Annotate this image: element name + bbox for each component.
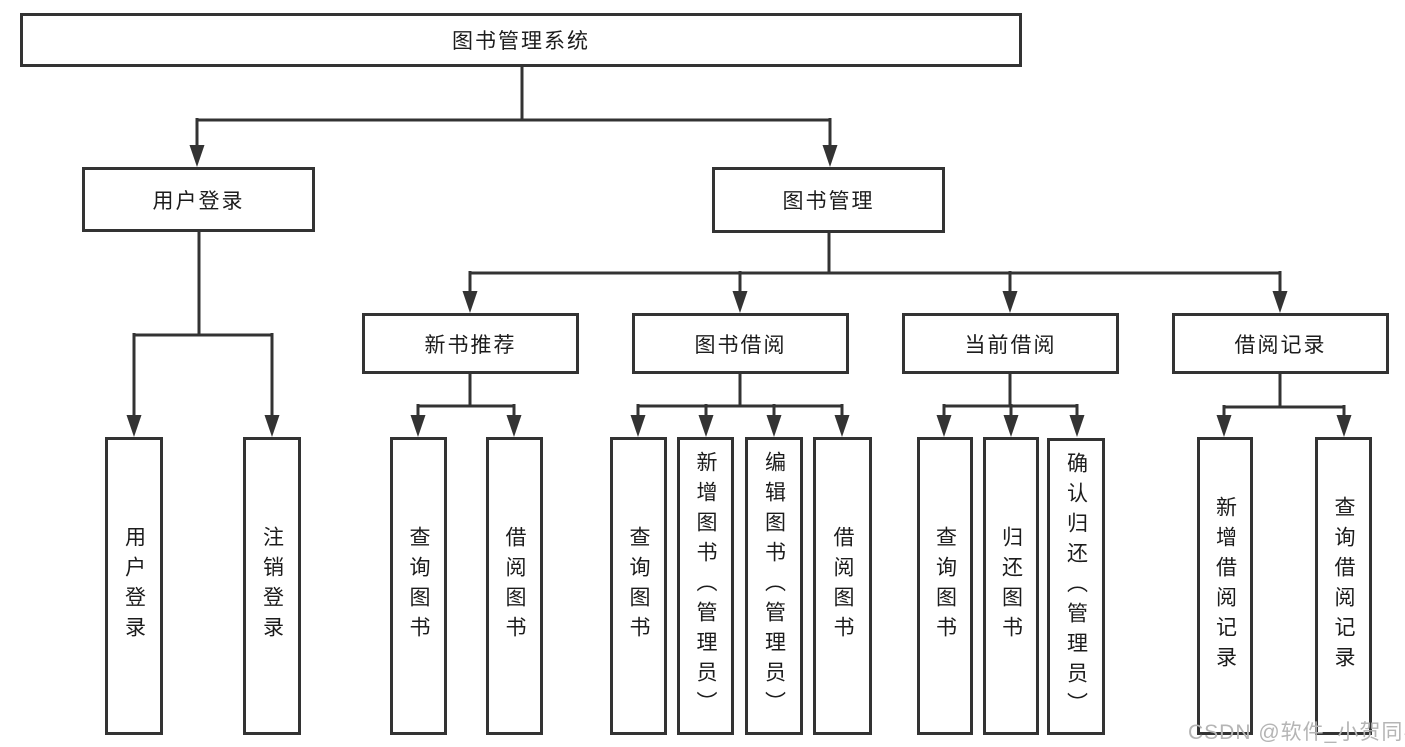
node-edit-book-admin: 编辑图书（管理员） (745, 437, 803, 735)
node-borrow-books-leaf: 借阅图书 (813, 437, 872, 735)
node-new-book-recommend: 新书推荐 (362, 313, 579, 374)
watermark: CSDN @软件_小贺同学 (1188, 721, 1405, 744)
node-query-books-recommend: 查询图书 (390, 437, 447, 735)
node-borrow-records: 借阅记录 (1172, 313, 1389, 374)
node-add-borrow-record: 新增借阅记录 (1197, 437, 1253, 735)
node-confirm-return-admin: 确认归还（管理员） (1047, 438, 1105, 735)
node-query-books-current: 查询图书 (917, 437, 973, 735)
node-user-login-leaf: 用户登录 (105, 437, 163, 735)
node-logout-leaf: 注销登录 (243, 437, 301, 735)
node-return-books: 归还图书 (983, 437, 1039, 735)
node-root: 图书管理系统 (20, 13, 1022, 67)
node-query-books-borrowing: 查询图书 (610, 437, 667, 735)
node-add-book-admin: 新增图书（管理员） (677, 437, 734, 735)
node-book-borrowing: 图书借阅 (632, 313, 849, 374)
node-query-borrow-record: 查询借阅记录 (1315, 437, 1372, 735)
node-book-management: 图书管理 (712, 167, 945, 233)
node-current-borrowing: 当前借阅 (902, 313, 1119, 374)
node-user-login: 用户登录 (82, 167, 315, 232)
node-borrow-books-recommend: 借阅图书 (486, 437, 543, 735)
